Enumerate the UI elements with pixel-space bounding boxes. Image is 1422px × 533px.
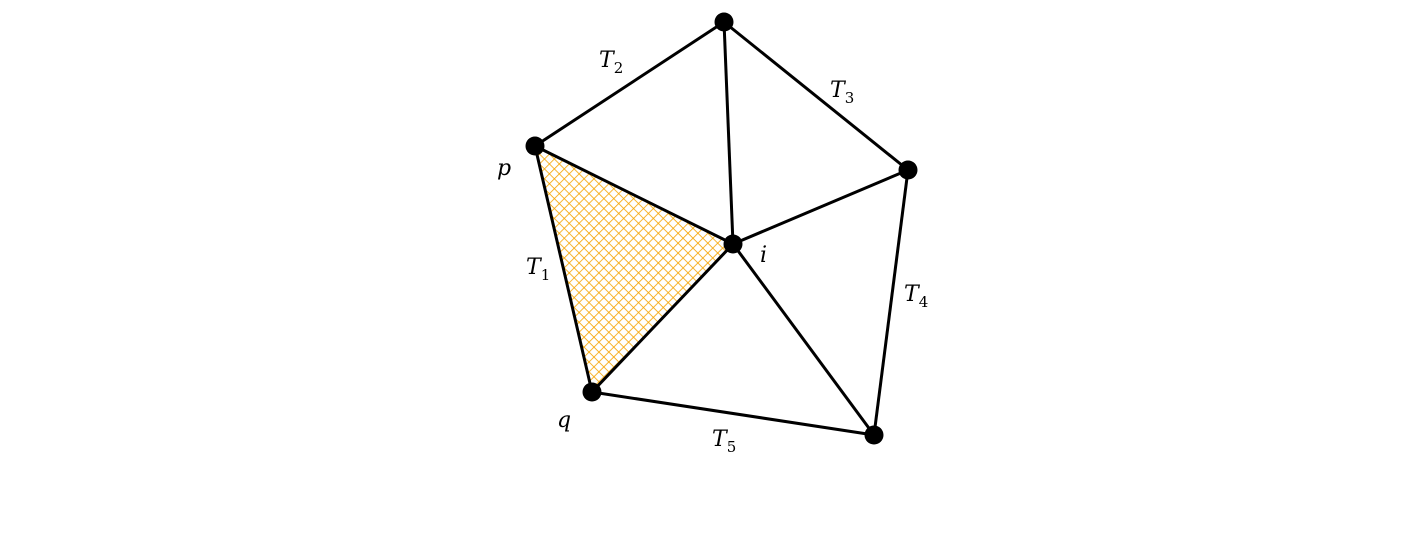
vertex-bottom-right — [864, 425, 884, 445]
highlighted-triangle-t1 — [535, 146, 733, 392]
edge — [533, 145, 594, 393]
vertices — [525, 12, 918, 445]
label-q: q — [557, 408, 571, 433]
vertex-right — [898, 160, 918, 180]
vertex-top — [714, 12, 734, 32]
edge — [723, 20, 909, 172]
label-t2: T2 — [599, 48, 623, 77]
label-p: p — [497, 156, 511, 181]
edge — [732, 168, 909, 246]
edges — [533, 20, 910, 437]
edge — [534, 144, 734, 246]
edge — [872, 169, 910, 436]
label-t1: T1 — [526, 255, 550, 284]
label-i: i — [760, 243, 767, 268]
edge — [722, 21, 735, 245]
vertex-p — [525, 136, 545, 156]
vertex-i — [723, 234, 743, 254]
label-t4: T4 — [904, 282, 928, 311]
vertex-q — [582, 382, 602, 402]
edge — [591, 390, 875, 437]
edge — [534, 20, 725, 148]
label-t3: T3 — [830, 78, 854, 107]
edge — [731, 243, 876, 436]
edge — [590, 242, 735, 394]
label-t5: T5 — [712, 427, 736, 456]
